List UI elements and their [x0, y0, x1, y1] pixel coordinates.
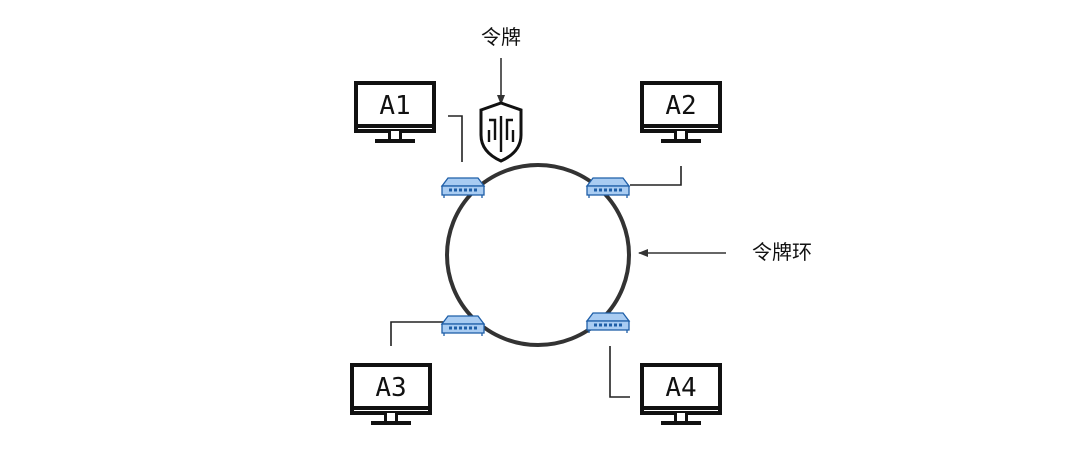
link-a2 — [630, 166, 682, 186]
ring-label: 令牌环 — [752, 240, 812, 264]
computer-a4: A4 — [640, 363, 722, 427]
computer-a3: A3 — [350, 363, 432, 427]
shield-token-icon — [479, 101, 523, 163]
token-label: 令牌 — [481, 25, 521, 49]
computer-a1: A1 — [354, 81, 436, 145]
link-a3 — [390, 321, 444, 346]
network-switch-icon — [586, 177, 630, 199]
computer-label: A2 — [665, 91, 696, 121]
network-switch-icon — [441, 315, 485, 337]
computer-label: A3 — [375, 373, 406, 403]
link-a4 — [609, 346, 630, 398]
link-a1 — [448, 115, 463, 162]
network-switch-icon — [441, 177, 485, 199]
computer-label: A4 — [665, 373, 696, 403]
computer-label: A1 — [379, 91, 410, 121]
network-switch-icon — [586, 312, 630, 334]
token-ring — [445, 163, 631, 347]
computer-a2: A2 — [640, 81, 722, 145]
